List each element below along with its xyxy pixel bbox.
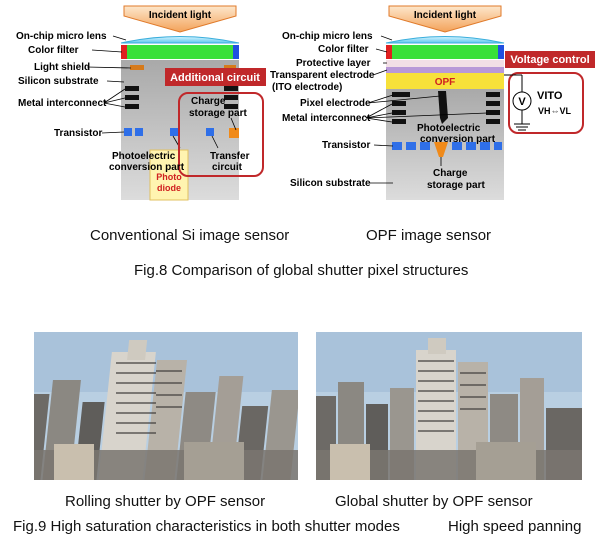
transfer-circuit-label-2: circuit <box>212 162 243 173</box>
label-ito-electrode: (ITO electrode) <box>272 82 342 93</box>
photo-rolling-shutter <box>34 332 298 480</box>
fig8-diagram: Incident light P <box>16 5 595 201</box>
opf-sensor-diagram: Incident light OPF <box>270 5 595 200</box>
label-transparent-electrode: Transparent electrode <box>270 70 375 81</box>
label-transistor-right: Transistor <box>322 140 370 151</box>
label-light-shield: Light shield <box>34 62 90 73</box>
ito-electrode <box>386 67 504 73</box>
micro-lens-left <box>120 36 240 44</box>
fig8-caption: Fig.8 Comparison of global shutter pixel… <box>134 262 469 279</box>
color-filter-right <box>386 45 504 59</box>
charge-storage-label-left-2: storage part <box>189 108 247 119</box>
incident-light-label: Incident light <box>149 10 212 21</box>
charge-storage-right <box>434 142 448 157</box>
photoelectric-label-right-1: Photoelectric <box>417 123 481 134</box>
voltage-control-badge <box>505 51 595 68</box>
caption-high-speed-panning: High speed panning <box>448 518 582 535</box>
photoelectric-label-left-1: Photoelectric <box>112 151 176 162</box>
voltmeter-circuit <box>504 74 532 131</box>
metal-interconnect-right <box>392 91 500 124</box>
conventional-sensor-diagram: Incident light P <box>16 5 266 201</box>
opf-label: OPF <box>435 77 456 88</box>
label-color-filter-right: Color filter <box>318 44 369 55</box>
photoelectric-label-right-2: conversion part <box>420 134 496 145</box>
color-filter-blue-left <box>233 45 239 59</box>
label-micro-lens-left: On-chip micro lens <box>16 31 107 42</box>
caption-opf: OPF image sensor <box>366 227 492 244</box>
label-micro-lens-right: On-chip micro lens <box>282 31 373 42</box>
caption-conventional: Conventional Si image sensor <box>90 227 290 244</box>
charge-storage-label-right-1: Charge <box>433 168 468 179</box>
voltage-control-label: Voltage control <box>510 54 589 66</box>
label-metal-interconnect-left: Metal interconnect <box>18 98 107 109</box>
voltage-control-outline <box>508 72 584 134</box>
protective-layer <box>386 60 504 67</box>
label-metal-interconnect-right: Metal interconnect <box>282 113 371 124</box>
caption-rolling-shutter: Rolling shutter by OPF sensor <box>65 493 266 510</box>
additional-circuit-label: Additional circuit <box>170 72 260 84</box>
incident-light-arrow-right: Incident light <box>388 5 502 33</box>
transfer-circuit-label-1: Transfer <box>210 151 250 162</box>
opf-layer <box>386 73 504 89</box>
label-protective-layer: Protective layer <box>296 58 371 69</box>
photo-diode-label-2: diode <box>157 183 181 193</box>
charge-storage-left <box>229 128 239 138</box>
charge-storage-label-left-1: Charge <box>191 96 226 107</box>
photo-diode-label-1: Photo <box>156 172 182 182</box>
label-silicon-substrate-left: Silicon substrate <box>18 76 99 87</box>
transistor-row-left <box>124 128 214 136</box>
metal-interconnect-left <box>125 86 238 109</box>
label-transistor-left: Transistor <box>54 128 102 139</box>
fig9-caption: Fig.9 High saturation characteristics in… <box>13 518 400 535</box>
rolling-shutter-cityscape <box>34 332 298 480</box>
vh-vl-label: VH⇔VL <box>538 106 572 116</box>
color-filter-red-left <box>121 45 127 59</box>
micro-lens-right <box>385 36 505 44</box>
vito-label: VITO <box>537 90 563 102</box>
charge-storage-label-right-2: storage part <box>427 180 485 191</box>
color-filter-left <box>121 45 239 59</box>
photo-global-shutter <box>316 332 582 480</box>
global-shutter-cityscape <box>316 332 582 480</box>
voltmeter-symbol: V <box>518 96 526 108</box>
leader-lines-left <box>86 35 219 149</box>
transistor-row-right <box>392 142 502 150</box>
photoelectric-label-left-2: conversion part <box>109 162 185 173</box>
label-silicon-substrate-right: Silicon substrate <box>290 178 371 189</box>
light-shield-bar <box>130 65 144 70</box>
label-pixel-electrode: Pixel electrode <box>300 98 371 109</box>
additional-circuit-outline <box>178 92 264 177</box>
leader-lines-right <box>365 35 488 184</box>
additional-circuit-badge <box>165 68 266 86</box>
caption-global-shutter: Global shutter by OPF sensor <box>335 493 533 510</box>
label-color-filter-left: Color filter <box>28 45 79 56</box>
incident-light-label-right: Incident light <box>414 10 477 21</box>
incident-light-arrow-left: Incident light <box>123 5 237 33</box>
